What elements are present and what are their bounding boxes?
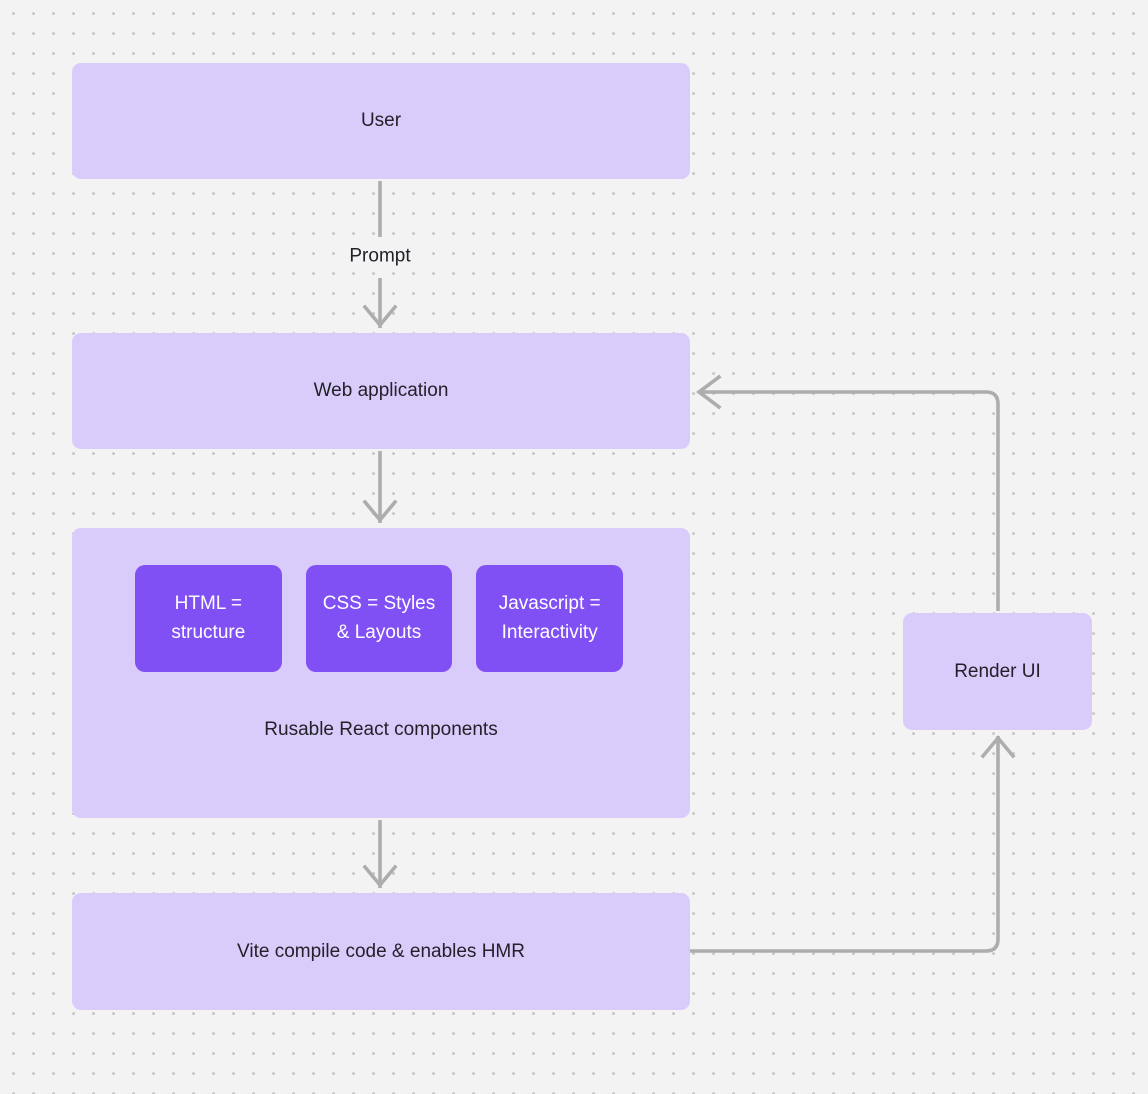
chip-row: HTML = structure CSS = Styles & Layouts … [135,565,624,672]
chip-javascript[interactable]: Javascript = Interactivity [476,565,624,672]
edge-label-prompt: Prompt [342,242,418,272]
node-vite-compile[interactable]: Vite compile code & enables HMR [72,893,690,1010]
node-vite-compile-label: Vite compile code & enables HMR [237,940,525,962]
node-reusable-react-components[interactable]: HTML = structure CSS = Styles & Layouts … [72,528,690,818]
node-render-ui-label: Render UI [954,660,1041,682]
chip-javascript-label: Javascript = Interactivity [498,593,601,643]
components-group-caption: Rusable React components [264,719,498,740]
chip-css[interactable]: CSS = Styles & Layouts [305,565,453,672]
node-web-application[interactable]: Web application [72,333,690,449]
node-render-ui[interactable]: Render UI [903,613,1092,730]
edge-components-to-vite [362,820,398,888]
chip-css-label: CSS = Styles & Layouts [322,593,436,643]
node-user-label: User [360,110,402,132]
chip-html-label: HTML = structure [171,593,246,643]
edge-vite-to-render-ui [690,735,1016,953]
chip-html[interactable]: HTML = structure [135,565,282,672]
edge-render-ui-to-web-app [696,374,1000,611]
node-web-application-label: Web application [313,380,449,402]
node-user[interactable]: User [72,63,690,179]
edge-web-app-to-components [362,451,398,523]
